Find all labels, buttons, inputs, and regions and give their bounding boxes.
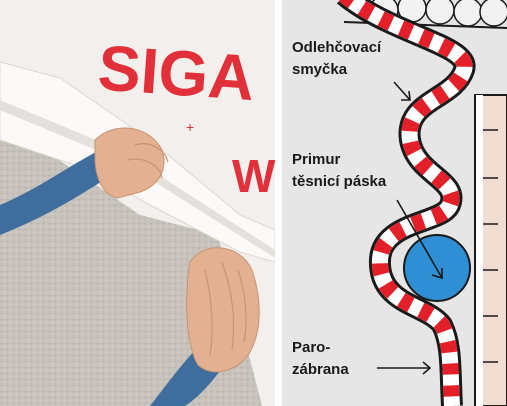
sheet-print-small: W	[232, 150, 275, 202]
sheet-print-mark: +	[186, 119, 194, 135]
cross-section-diagram: Odlehčovací smyčka Primur těsnicí páska …	[282, 0, 507, 406]
label-vapor-barrier: Paro- zábrana	[292, 337, 349, 381]
sheet-print-large: SIGA	[96, 31, 257, 114]
label-primer-tape-line1: Primur	[292, 149, 386, 171]
label-primer-tape: Primur těsnicí páska	[292, 149, 386, 193]
label-relief-loop-line1: Odlehčovací	[292, 37, 381, 59]
label-vapor-barrier-line1: Paro-	[292, 337, 349, 359]
label-primer-tape-line2: těsnicí páska	[292, 171, 386, 193]
installation-photo: SIGA W +	[0, 0, 275, 406]
label-vapor-barrier-line2: zábrana	[292, 359, 349, 381]
label-relief-loop-line2: smyčka	[292, 59, 381, 81]
wall-plaster-layer	[475, 95, 483, 406]
photo-illustration: SIGA W +	[0, 0, 275, 406]
label-relief-loop: Odlehčovací smyčka	[292, 37, 381, 81]
